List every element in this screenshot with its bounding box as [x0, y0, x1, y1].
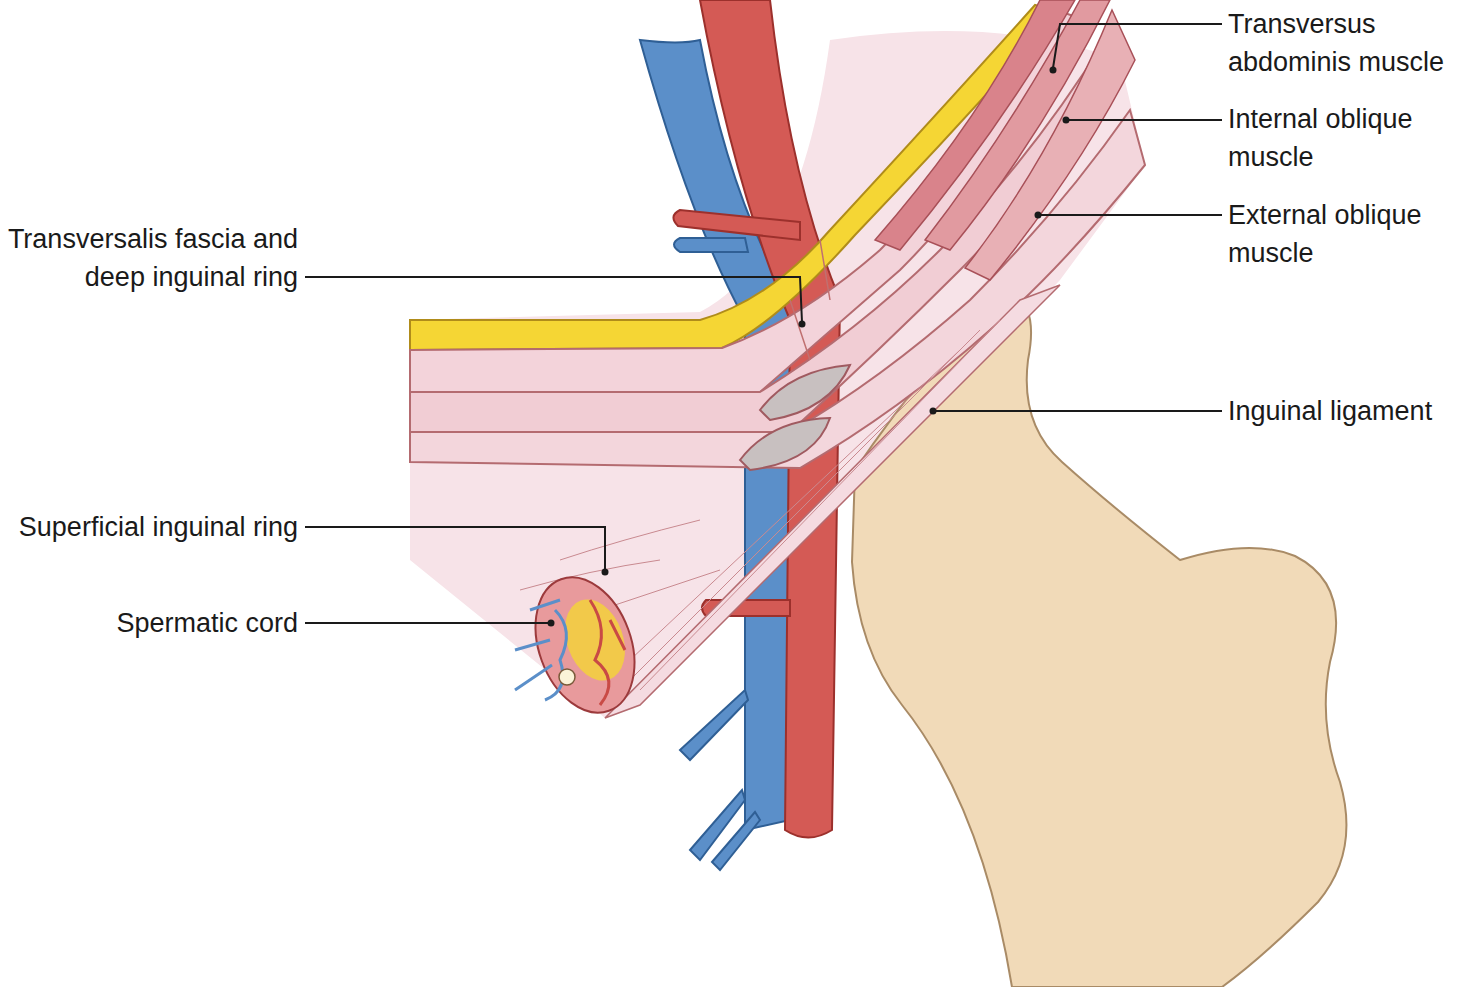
deep-ring-opening [760, 365, 850, 420]
ligament-label: Inguinal ligament [1228, 392, 1454, 430]
vas-deferens [559, 669, 575, 685]
muscle-label: Transversus abdominis muscle [1228, 5, 1454, 81]
vein-branch [680, 690, 760, 870]
external-oblique-muscle [965, 10, 1135, 280]
spermatic-cord [518, 563, 652, 726]
vein-branch [674, 238, 748, 252]
leader-line [305, 24, 1222, 623]
muscle-label: Internal oblique muscle [1228, 100, 1454, 176]
ring-fold [790, 240, 830, 360]
inguinal-ligament [605, 285, 1060, 718]
ring-label: Superficial inguinal ring [2, 508, 298, 546]
muscle-label: External oblique muscle [1228, 196, 1454, 272]
fascia-label: Transversalis fascia and deep inguinal r… [2, 220, 298, 296]
wall-layer [410, 110, 1145, 468]
deep-ring-opening [740, 418, 830, 470]
leader-dot [548, 67, 1070, 627]
fibers [520, 320, 1000, 690]
cord-label: Spermatic cord [2, 604, 298, 642]
cord-vessels [515, 600, 625, 705]
artery-branch [673, 210, 800, 240]
